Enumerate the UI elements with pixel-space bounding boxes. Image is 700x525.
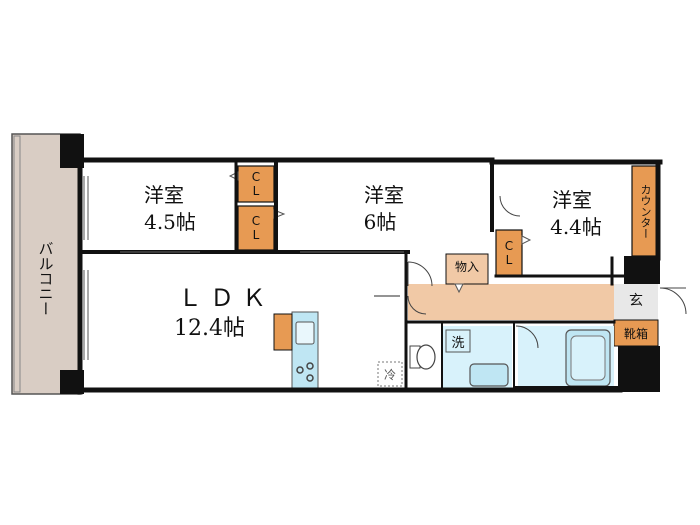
shoebox-label: 靴箱 (623, 326, 648, 341)
balcony-label: バルコニー (36, 240, 55, 316)
room-b-size: 6帖 (363, 210, 397, 234)
room-a-name: 洋室 (144, 183, 184, 207)
closet-label-a: CL (249, 170, 263, 198)
wall-column (514, 386, 618, 392)
stove-burner (306, 374, 314, 382)
storage-label: 物入 (454, 259, 479, 274)
room-a-size: 4.5帖 (144, 210, 196, 234)
wall-column (618, 346, 660, 392)
door-swings (407, 195, 687, 349)
kitchen-sink (295, 321, 315, 345)
closet-c (495, 229, 523, 277)
room-c-name: 洋室 (552, 188, 592, 212)
sliding-doors (120, 251, 404, 297)
counter-strip (631, 165, 659, 257)
room-c-size: 4.4帖 (550, 215, 602, 239)
closet-a (237, 165, 275, 203)
wall-column (60, 370, 84, 394)
washbasin (469, 363, 509, 387)
closet-door-marker (521, 235, 532, 245)
kitchen-cabinet (273, 313, 293, 351)
toilet-bowl (416, 344, 436, 370)
bathtub-inner (570, 335, 606, 381)
washer-label: 洗 (451, 335, 465, 351)
entrance-fill (614, 284, 658, 320)
washing-machine-space (445, 329, 471, 353)
ldk-size: 12.4帖 (174, 316, 245, 341)
balcony-area (11, 133, 81, 395)
storage-fill (445, 253, 489, 285)
stove-burner (306, 362, 314, 370)
fridge-space (377, 361, 403, 387)
closet-label-c: CL (502, 239, 516, 267)
entrance-label: 玄 (629, 293, 643, 309)
storage-door-marker (454, 283, 464, 294)
balcony-rail (13, 135, 21, 393)
wall-column (624, 256, 660, 284)
stove-burner (296, 366, 304, 374)
counter-label: カウンター (639, 183, 652, 239)
ldk-name: ＬＤＫ (178, 284, 274, 312)
room-b-name: 洋室 (364, 183, 404, 207)
fridge-label: 冷 (383, 367, 396, 382)
closet-label-b: CL (249, 214, 263, 242)
wall-column (60, 134, 84, 168)
windows (83, 176, 89, 360)
